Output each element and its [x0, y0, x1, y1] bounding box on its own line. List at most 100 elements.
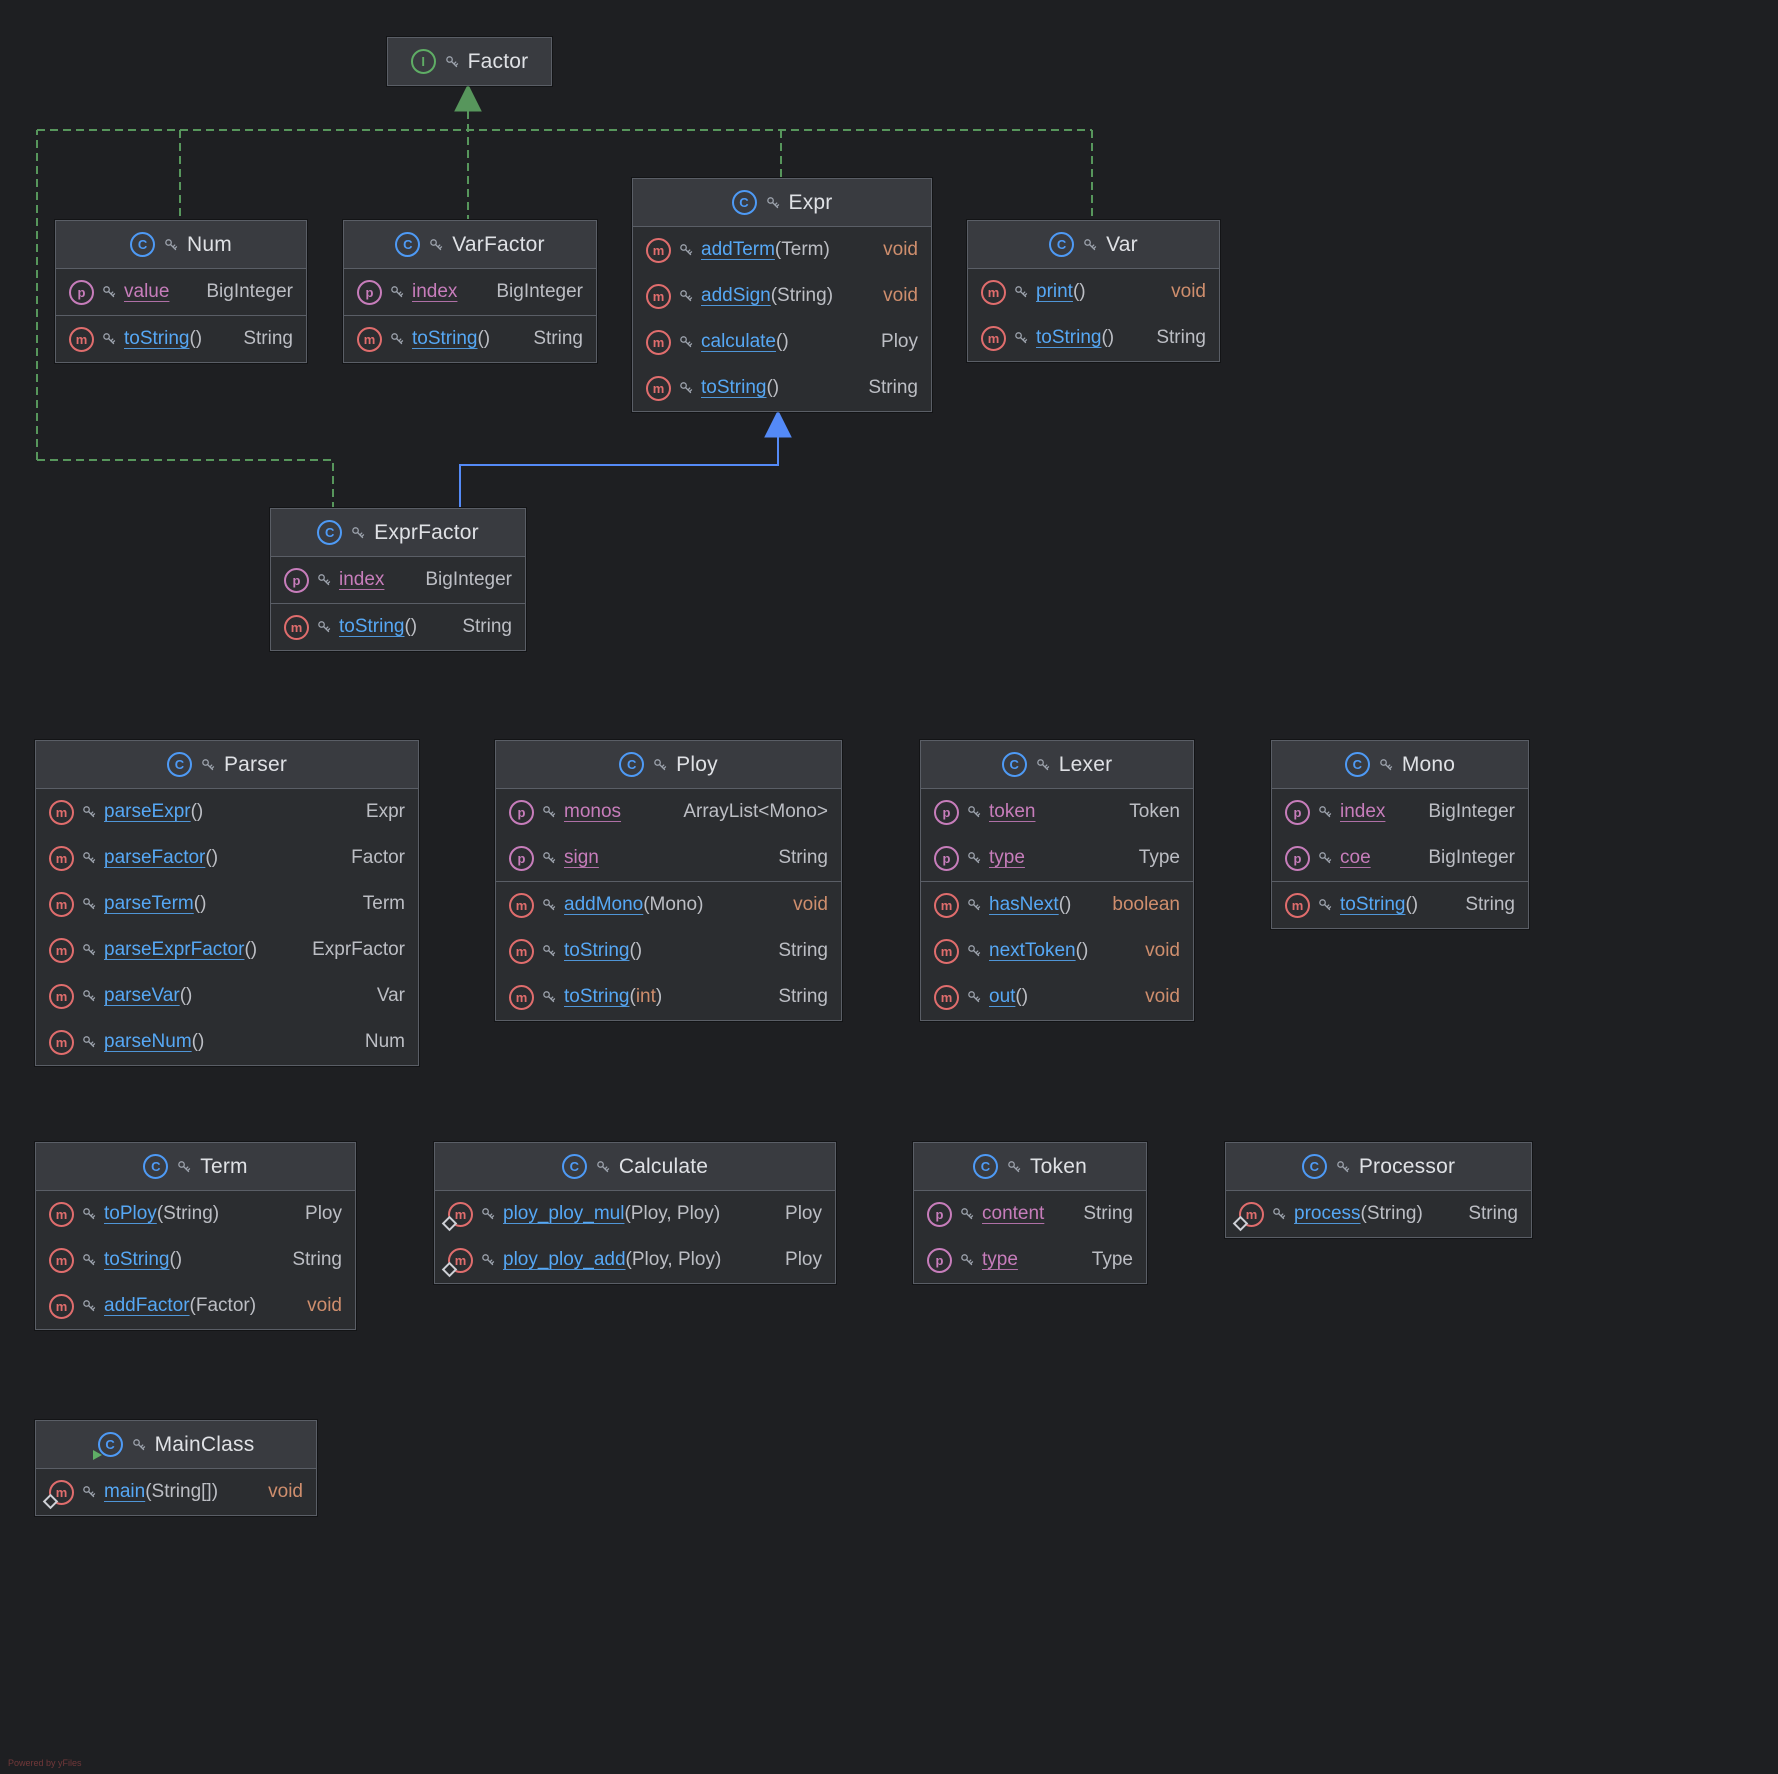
- class-icon: C: [395, 232, 421, 257]
- member-signature: sign: [564, 847, 599, 869]
- member-return-type: String: [1468, 1203, 1518, 1224]
- class-title: Token: [1029, 1154, 1088, 1178]
- member-signature: addFactor(Factor): [104, 1295, 256, 1317]
- member-signature: parseFactor(): [104, 847, 218, 869]
- member-return-type: ExprFactor: [312, 939, 405, 960]
- key-icon: [201, 758, 215, 772]
- method-icon: m: [69, 326, 94, 352]
- member-params: int: [635, 986, 656, 1007]
- member-params: (): [1072, 281, 1086, 302]
- key-icon: [967, 805, 981, 819]
- member-return-type: Ploy: [305, 1203, 342, 1224]
- member-return-type: BigInteger: [1428, 847, 1515, 868]
- realization-edge[interactable]: [37, 459, 334, 507]
- static-overlay-icon: [1232, 1215, 1249, 1231]
- member-signature: out(): [989, 986, 1028, 1008]
- member-params: (Ploy, Ploy): [625, 1249, 722, 1270]
- member-signature: value: [124, 281, 169, 303]
- member-signature: parseTerm(): [104, 893, 206, 915]
- member-signature: content: [982, 1203, 1044, 1225]
- member-return-type: String: [778, 940, 828, 961]
- member-signature: ploy_ploy_mul(Ploy, Ploy): [503, 1203, 720, 1225]
- member-return-type: void: [1145, 986, 1180, 1007]
- member-signature: toPloy(String): [104, 1203, 219, 1225]
- member-return-type: Factor: [351, 847, 405, 868]
- member-signature: toString(): [412, 328, 490, 350]
- member-params: (String): [1360, 1203, 1423, 1224]
- member-name: parseTerm: [104, 893, 194, 914]
- field-icon: p: [927, 1247, 952, 1273]
- class-icon: C: [166, 752, 192, 777]
- member-return-type: String: [778, 847, 828, 868]
- member-params: (String): [770, 285, 834, 306]
- method-icon: m: [441, 1201, 473, 1231]
- method-icon: m: [49, 1247, 74, 1273]
- key-icon: [82, 1207, 96, 1221]
- method-icon: m: [509, 938, 534, 964]
- method-icon: m: [357, 326, 382, 352]
- extends-edge[interactable]: [459, 437, 779, 507]
- member-params: ): [655, 986, 663, 1007]
- member-return-type: Term: [362, 893, 405, 914]
